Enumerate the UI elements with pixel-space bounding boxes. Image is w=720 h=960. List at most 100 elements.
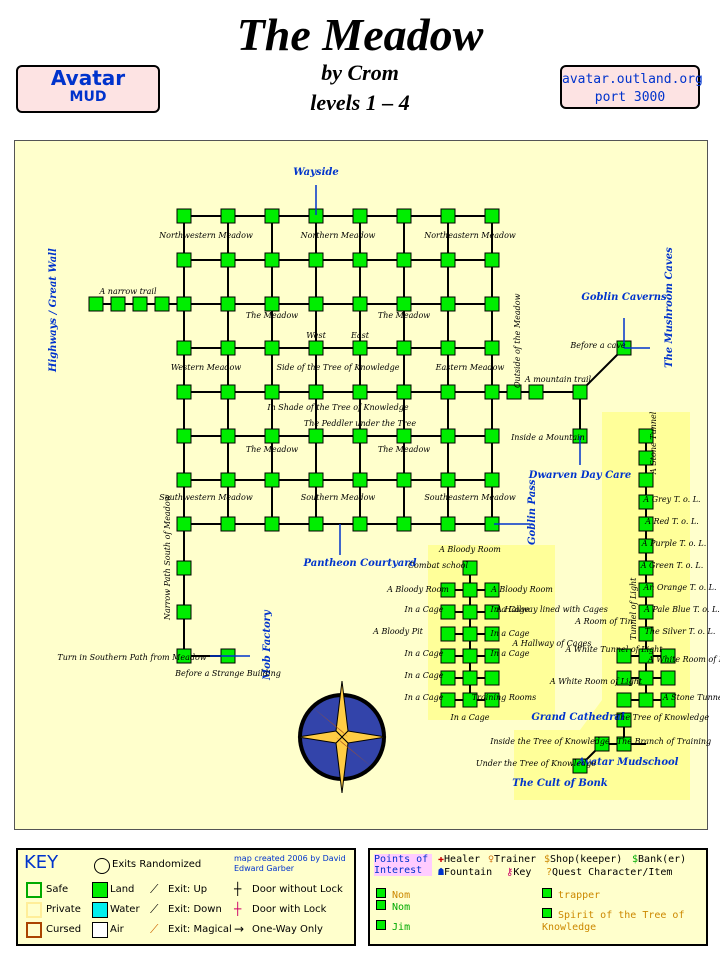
- exit-up-icon: ⟋: [150, 882, 159, 896]
- label-before-cave: Before a cave: [569, 341, 626, 350]
- label-in-shade: In Shade of the Tree of Knowledge: [266, 403, 408, 412]
- key-door-without-lock: Door without Lock: [252, 884, 343, 895]
- room: [396, 252, 412, 268]
- poi-label: Bank(er): [638, 854, 687, 865]
- key-one-way: One-Way Only: [252, 924, 323, 935]
- label-narrow-trail: A narrow trail: [98, 287, 156, 296]
- label-room-of-tin: A Room of Tin: [574, 617, 632, 626]
- poi-label: Healer: [444, 854, 481, 865]
- room: [176, 340, 192, 356]
- room-marker-icon: [542, 908, 552, 918]
- exit-pantheon: Pantheon Courtyard: [302, 558, 416, 569]
- room: [220, 428, 236, 444]
- key-air: Air: [110, 924, 124, 935]
- room: [176, 472, 192, 488]
- key-private: Private: [46, 904, 81, 915]
- label-white-tunnel: A White Tunnel of Light: [564, 645, 663, 654]
- label-tree-knowledge: The Tree of Knowledge: [615, 713, 710, 722]
- room: [176, 252, 192, 268]
- label-in-cage: In a Cage: [404, 693, 444, 702]
- room: [396, 384, 412, 400]
- room: [462, 560, 478, 576]
- room: [484, 384, 500, 400]
- grid-rooms: [88, 208, 676, 774]
- key-icon: ⚷: [506, 867, 514, 878]
- label-in-cage: In a Cage: [404, 671, 444, 680]
- label-inside-mountain: Inside a Mountain: [510, 433, 585, 442]
- map-title: The Meadow: [236, 9, 484, 60]
- room: [462, 648, 478, 664]
- label-narrow-path: Narrow Path South of Meadow: [163, 494, 172, 621]
- room: [176, 648, 192, 664]
- room: [220, 296, 236, 312]
- label-stone-tunnel: A Stone Tunnel: [662, 693, 720, 702]
- exit-mudschool: Avatar Mudschool: [577, 757, 679, 768]
- exits-randomized-label: Exits Randomized: [112, 859, 202, 870]
- label-in-cage: In a Cage: [490, 649, 530, 658]
- room: [440, 516, 456, 532]
- mob-name: Spirit of the Tree of Knowledge: [542, 910, 685, 933]
- room: [638, 516, 654, 532]
- exits-randomized-icon: [94, 858, 110, 874]
- safe-swatch: [26, 882, 42, 898]
- room: [220, 384, 236, 400]
- label-grey-tol: A Grey T. o. L.: [642, 495, 700, 504]
- label-e-meadow: Eastern Meadow: [435, 363, 505, 372]
- exit-highways: Highways / Great Wall: [48, 248, 59, 373]
- key-door-with-lock: Door with Lock: [252, 904, 327, 915]
- label-the-meadow: The Meadow: [246, 445, 298, 454]
- label-silver-tol: The Silver T. o. L.: [645, 627, 716, 636]
- label-sw-meadow: Southwestern Meadow: [159, 493, 253, 502]
- shop-icon: $: [544, 854, 551, 865]
- air-swatch: [92, 922, 108, 938]
- label-nw-meadow: Northwestern Meadow: [158, 231, 253, 240]
- room: [132, 296, 148, 312]
- room: [484, 670, 500, 686]
- exit-mob-factory: Mob Factory: [262, 609, 273, 681]
- room: [462, 670, 478, 686]
- label-in-cage: In a Cage: [404, 649, 444, 658]
- room: [440, 670, 456, 686]
- label-in-cage: In a Cage: [490, 629, 530, 638]
- room: [616, 648, 632, 664]
- label-combat-school: Combat school: [408, 561, 469, 570]
- server-host: avatar.outland.org: [562, 72, 703, 87]
- poi-mob: trapper: [542, 888, 600, 901]
- room: [638, 538, 654, 554]
- label-the-meadow: The Meadow: [378, 311, 430, 320]
- healer-icon: ✚: [438, 854, 445, 865]
- room: [264, 252, 280, 268]
- room-marker-icon: [376, 888, 386, 898]
- room: [484, 296, 500, 312]
- room: [220, 252, 236, 268]
- room: [440, 472, 456, 488]
- room: [616, 670, 632, 686]
- server-port: port 3000: [594, 90, 666, 105]
- map-author: by Crom: [321, 60, 399, 85]
- room: [176, 296, 192, 312]
- poi-fountain: ☗Fountain: [438, 867, 492, 878]
- label-red-tol: A Red T. o. L.: [644, 517, 699, 526]
- label-bloody-room: A Bloody Room: [490, 585, 553, 594]
- room: [396, 428, 412, 444]
- exit-mushroom-caves: The Mushroom Caves: [664, 247, 675, 368]
- room: [572, 758, 588, 774]
- label-orange-tol: An Orange T. o. L.: [642, 583, 716, 592]
- bank-icon: $: [632, 854, 639, 865]
- quest-icon: ?: [546, 867, 553, 878]
- room: [638, 582, 654, 598]
- server-sign: avatar.outland.org port 3000: [560, 65, 703, 109]
- map-credit: map created 2006 by David Edward Garber: [234, 854, 346, 873]
- label-bloody-room: A Bloody Room: [438, 545, 501, 554]
- room: [176, 604, 192, 620]
- room: [264, 340, 280, 356]
- label-hallway-cages: A Hallway lined with Cages: [495, 605, 608, 614]
- room: [660, 670, 676, 686]
- poi-shop: $Shop(keeper): [544, 854, 622, 865]
- room: [484, 252, 500, 268]
- room: [506, 384, 522, 400]
- room: [308, 296, 324, 312]
- room: [308, 472, 324, 488]
- room: [528, 384, 544, 400]
